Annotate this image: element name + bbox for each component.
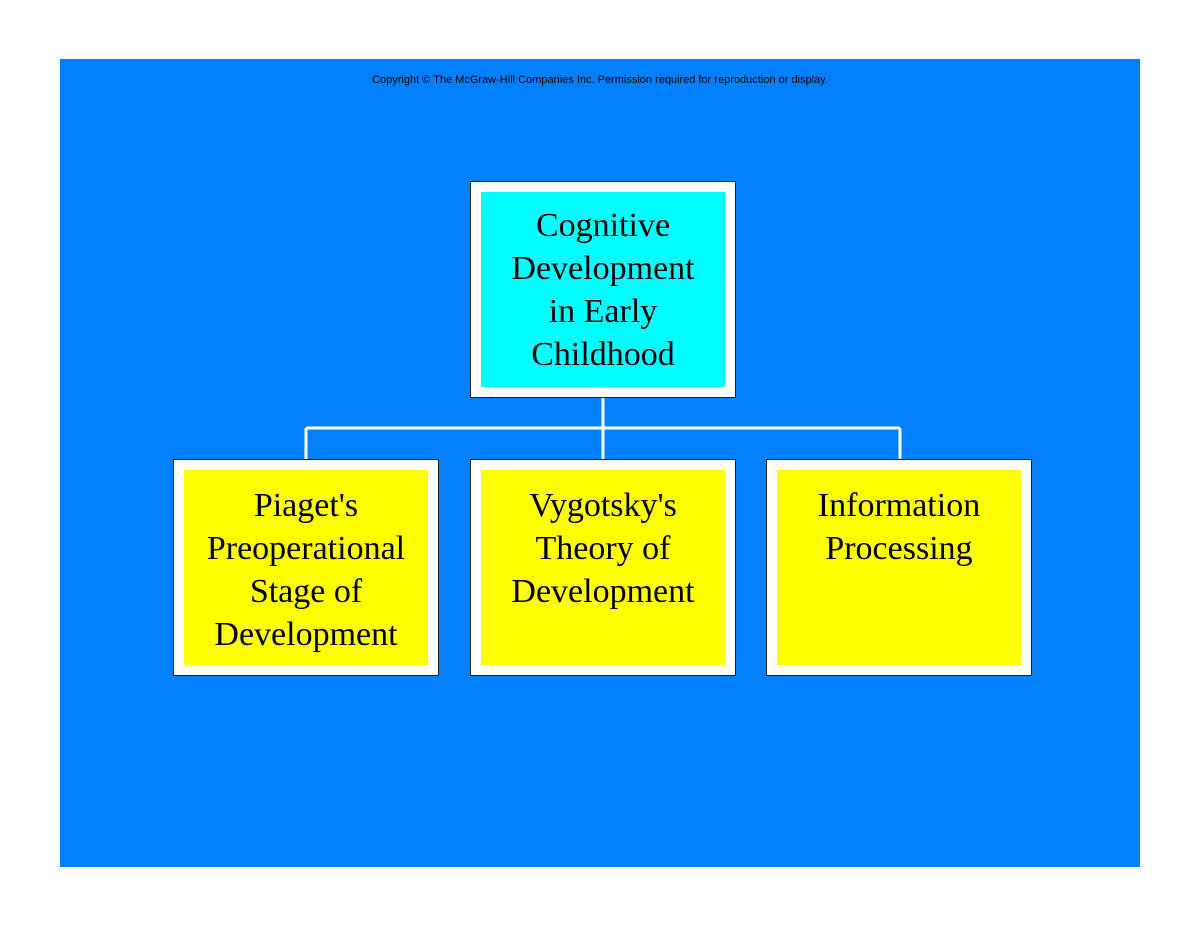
child-node-piaget-label: Piaget's Preoperational Stage of Develop…	[206, 487, 406, 653]
child-node-information-processing-label: Information Processing	[817, 487, 981, 567]
child-node-information-processing: Information Processing	[767, 460, 1031, 675]
child-node-piaget: Piaget's Preoperational Stage of Develop…	[174, 460, 438, 675]
root-node: Cognitive Development in Early Childhood	[471, 182, 735, 397]
copyright-notice: Copyright © The McGraw-Hill Companies In…	[372, 74, 828, 86]
slide-canvas: Copyright © The McGraw-Hill Companies In…	[60, 59, 1140, 867]
child-node-vygotsky-label: Vygotsky's Theory of Development	[511, 487, 695, 610]
connector-lines	[304, 397, 902, 460]
child-node-vygotsky: Vygotsky's Theory of Development	[471, 460, 735, 675]
root-node-label: Cognitive Development in Early Childhood	[511, 206, 695, 373]
